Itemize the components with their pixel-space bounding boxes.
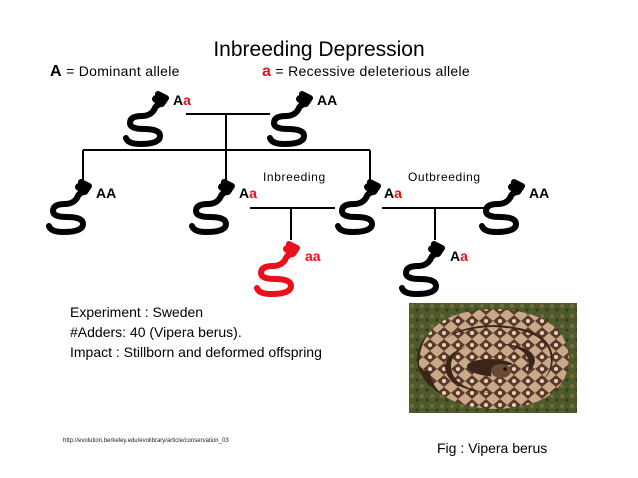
- source-url: http://evolution.berkeley.edu/evolibrary…: [63, 438, 229, 444]
- inbreeding-label: Inbreeding: [263, 170, 326, 184]
- legend-dominant: A = Dominant allele: [50, 63, 180, 81]
- figure-caption: Fig : Vipera berus: [437, 440, 548, 456]
- genotype-parent-right: AA: [317, 92, 338, 108]
- snake-child-3-icon: [338, 182, 380, 232]
- outbreeding-label: Outbreeding: [408, 170, 481, 184]
- dominant-symbol: A: [50, 63, 62, 80]
- experiment-impact: Impact : Stillborn and deformed offsprin…: [70, 344, 322, 360]
- legend-recessive: a = Recessive deleterious allele: [262, 63, 470, 81]
- experiment-location: Experiment : Sweden: [70, 304, 204, 320]
- experiment-count: #Adders: 40 (Vipera berus).: [70, 324, 242, 340]
- genotype-parent-left: Aa: [173, 92, 191, 108]
- snake-inbred-offspring-icon: [257, 244, 299, 294]
- viper-photo-icon: [409, 303, 577, 413]
- genotype-outsider: AA: [529, 185, 550, 201]
- recessive-symbol: a: [262, 63, 272, 80]
- snake-outsider-icon: [482, 182, 524, 232]
- page-title: Inbreeding Depression: [213, 38, 425, 61]
- genotype-child-3: Aa: [384, 185, 402, 201]
- snake-child-1-icon: [49, 182, 91, 232]
- dominant-text: = Dominant allele: [66, 63, 180, 79]
- snake-parent-right-icon: [270, 94, 312, 144]
- pedigree-lines: [82, 113, 490, 240]
- genotype-inbred-offspring: aa: [305, 248, 321, 264]
- genotype-child-2: Aa: [239, 185, 257, 201]
- recessive-text: = Recessive deleterious allele: [275, 63, 471, 79]
- snake-child-2-icon: [192, 182, 234, 232]
- genotype-child-1: AA: [96, 185, 117, 201]
- viper-photo: [409, 303, 577, 413]
- genotype-outbred-offspring: Aa: [450, 248, 468, 264]
- snake-parent-left-icon: [126, 94, 168, 144]
- snake-outbred-offspring-icon: [402, 244, 444, 294]
